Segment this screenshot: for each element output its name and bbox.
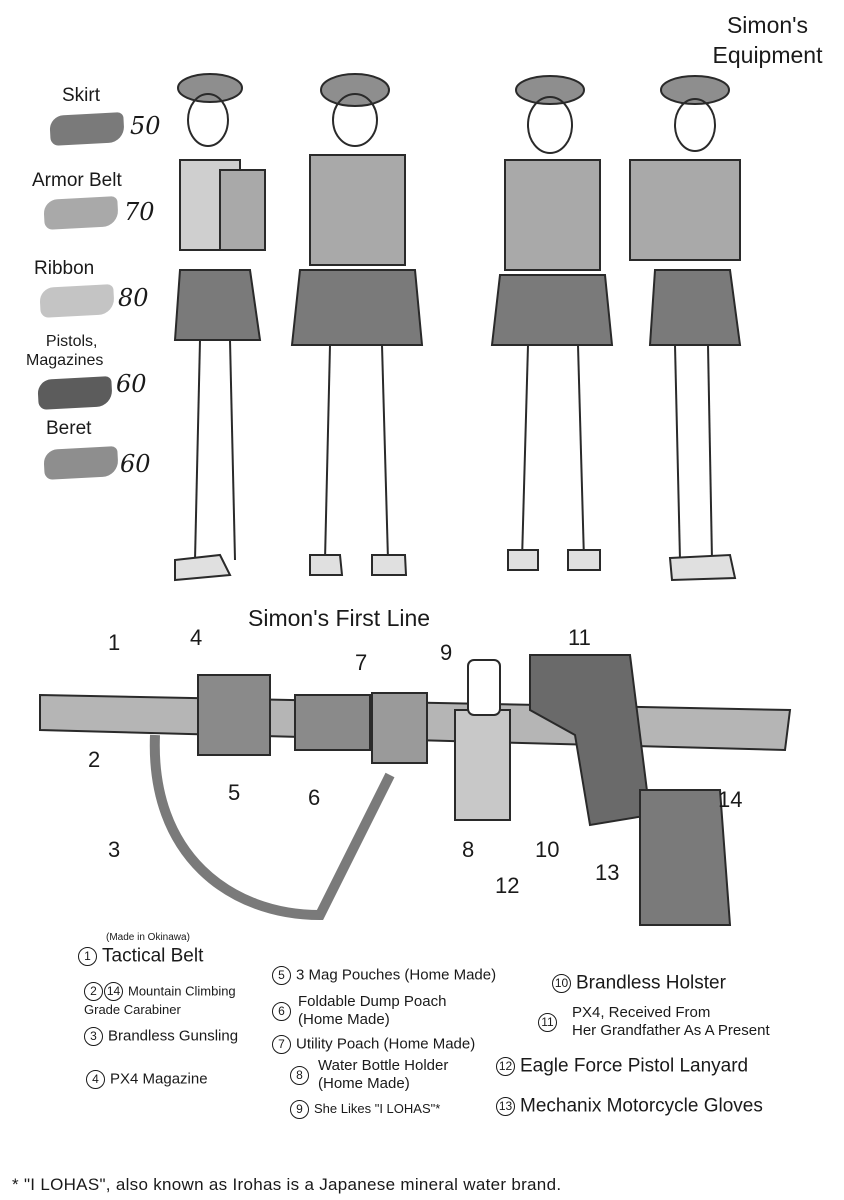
swatch-pistols: [37, 376, 113, 410]
figure-front: [490, 75, 614, 571]
legend-num-11: 11: [538, 1013, 557, 1032]
first-line-title: Simon's First Line: [248, 605, 431, 631]
water-bottle-shape: [467, 659, 501, 716]
legend-item-13: 13 Mechanix Motorcycle Gloves: [496, 1097, 763, 1116]
legend-item-6: 6 Foldable Dump Poach (Home Made): [272, 993, 446, 1029]
swatch-label-pistols: Pistols, Magazines: [26, 332, 103, 370]
legend-num-7: 7: [272, 1035, 291, 1054]
legend-item-5: 5 3 Mag Pouches (Home Made): [272, 966, 496, 985]
swatch-value-armor-belt: 70: [124, 198, 155, 226]
swatch-beret: [43, 446, 119, 480]
legend-num-6: 6: [272, 1002, 291, 1021]
belt-illustration: 1 2 3 4 5 6 7 8 9 10 11 12 13 14: [39, 625, 792, 926]
callout-6: 6: [308, 785, 320, 810]
equipment-title: Simon's Equipment: [700, 10, 835, 70]
legend-item-3-text: Brandless Gunsling: [108, 1027, 239, 1045]
swatch-label-ribbon: Ribbon: [34, 258, 95, 279]
legend-item-8: 8 Water Bottle Holder (Home Made): [290, 1057, 448, 1093]
bottle-holder-shape: [454, 709, 511, 821]
utility-pouch-shape: [371, 692, 428, 764]
legend-item-9: 9 She Likes "I LOHAS"*: [290, 1100, 441, 1120]
callout-10: 10: [535, 837, 559, 862]
callout-12: 12: [495, 873, 519, 898]
legend-item-5-text: 3 Mag Pouches (Home Made): [296, 966, 497, 984]
legend-num-2: 2: [84, 982, 103, 1001]
legend-item-8-line1: Water Bottle Holder: [318, 1057, 449, 1074]
legend-num-8: 8: [290, 1066, 309, 1085]
legend-item-11: 11 PX4, Received From Her Grandfather As…: [538, 1004, 770, 1040]
legend-item-6-line1: Foldable Dump Poach: [298, 993, 447, 1010]
swatch-label-pistols-line2: Magazines: [26, 352, 104, 369]
swatch-label-pistols-line1: Pistols,: [45, 333, 98, 350]
swatch-label-skirt: Skirt: [62, 85, 100, 106]
swatch-label-armor-belt: Armor Belt: [32, 170, 122, 191]
mag-pouches-shape: [197, 674, 271, 756]
legend-num-10: 10: [552, 974, 571, 993]
gloves-shape: [639, 789, 732, 926]
dump-pouch-shape: [294, 694, 371, 751]
callout-9: 9: [440, 640, 452, 665]
legend-item-12: 12 Eagle Force Pistol Lanyard: [496, 1057, 748, 1076]
legend-num-9: 9: [290, 1100, 309, 1120]
legend-item-9-text: She Likes "I LOHAS"*: [314, 1101, 441, 1116]
swatch-value-pistols: 60: [116, 370, 147, 398]
swatch-value-beret: 60: [120, 450, 151, 478]
legend-num-5: 5: [272, 966, 291, 985]
callout-13: 13: [595, 860, 619, 885]
legend-item-10: 10 Brandless Holster: [552, 974, 726, 993]
character-illustrations: [173, 73, 742, 582]
callout-4: 4: [190, 625, 202, 650]
legend-num-12: 12: [496, 1057, 515, 1076]
callout-8: 8: [462, 837, 474, 862]
legend-item-12-text: Eagle Force Pistol Lanyard: [520, 1055, 749, 1077]
legend-item-6-line2: (Home Made): [298, 1011, 390, 1028]
legend-item-7-text: Utility Poach (Home Made): [296, 1035, 476, 1053]
swatch-label-beret: Beret: [46, 418, 92, 439]
callout-11: 11: [568, 625, 591, 650]
legend-item-1-note: (Made in Okinawa): [106, 932, 190, 943]
callout-2: 2: [88, 747, 100, 772]
callout-14: 14: [718, 787, 742, 812]
legend-item-4: 4 PX4 Magazine: [86, 1070, 208, 1089]
callout-7: 7: [355, 650, 367, 675]
legend-num-3: 3: [84, 1027, 103, 1046]
legend-item-1-text: Tactical Belt: [102, 945, 204, 967]
swatch-armor-belt: [43, 196, 119, 230]
callout-5: 5: [228, 780, 240, 805]
equipment-title-line2: Equipment: [712, 42, 823, 68]
swatch-value-skirt: 50: [130, 112, 161, 140]
legend-item-3: 3 Brandless Gunsling: [84, 1027, 238, 1046]
footnote: * "I LOHAS", also known as Irohas is a J…: [12, 1175, 562, 1194]
figure-side-right: [629, 75, 742, 582]
legend-item-7: 7 Utility Poach (Home Made): [272, 1035, 475, 1054]
figure-back: [290, 73, 424, 576]
equipment-title-line1: Simon's: [726, 12, 809, 38]
legend-item-13-text: Mechanix Motorcycle Gloves: [520, 1095, 763, 1117]
legend-num-1: 1: [78, 947, 97, 966]
legend-item-2-14-text: Mountain Climbing Grade Carabiner: [84, 983, 236, 1017]
callout-3: 3: [108, 837, 120, 862]
holster-shape: [529, 654, 652, 827]
legend-item-11-line1: PX4, Received From: [572, 1004, 711, 1021]
callout-numbers: 1 2 3 4 5 6 7 8 9 10 11 12 13 14: [88, 625, 742, 898]
legend-num-14: 14: [104, 982, 123, 1001]
callout-1: 1: [108, 630, 120, 655]
figure-side-left: [173, 73, 266, 582]
legend-item-10-text: Brandless Holster: [576, 972, 726, 994]
swatch-ribbon: [39, 284, 115, 318]
swatch-value-ribbon: 80: [118, 284, 149, 312]
legend-num-4: 4: [86, 1070, 105, 1089]
legend-num-13: 13: [496, 1097, 515, 1116]
legend-item-4-text: PX4 Magazine: [110, 1070, 208, 1088]
legend-item-11-line2: Her Grandfather As A Present: [572, 1022, 770, 1039]
legend-item-8-line2: (Home Made): [318, 1075, 410, 1092]
legend-item-1: (Made in Okinawa) 1 Tactical Belt: [78, 929, 203, 966]
gunsling-shape: [149, 734, 395, 921]
swatch-skirt: [49, 112, 125, 146]
